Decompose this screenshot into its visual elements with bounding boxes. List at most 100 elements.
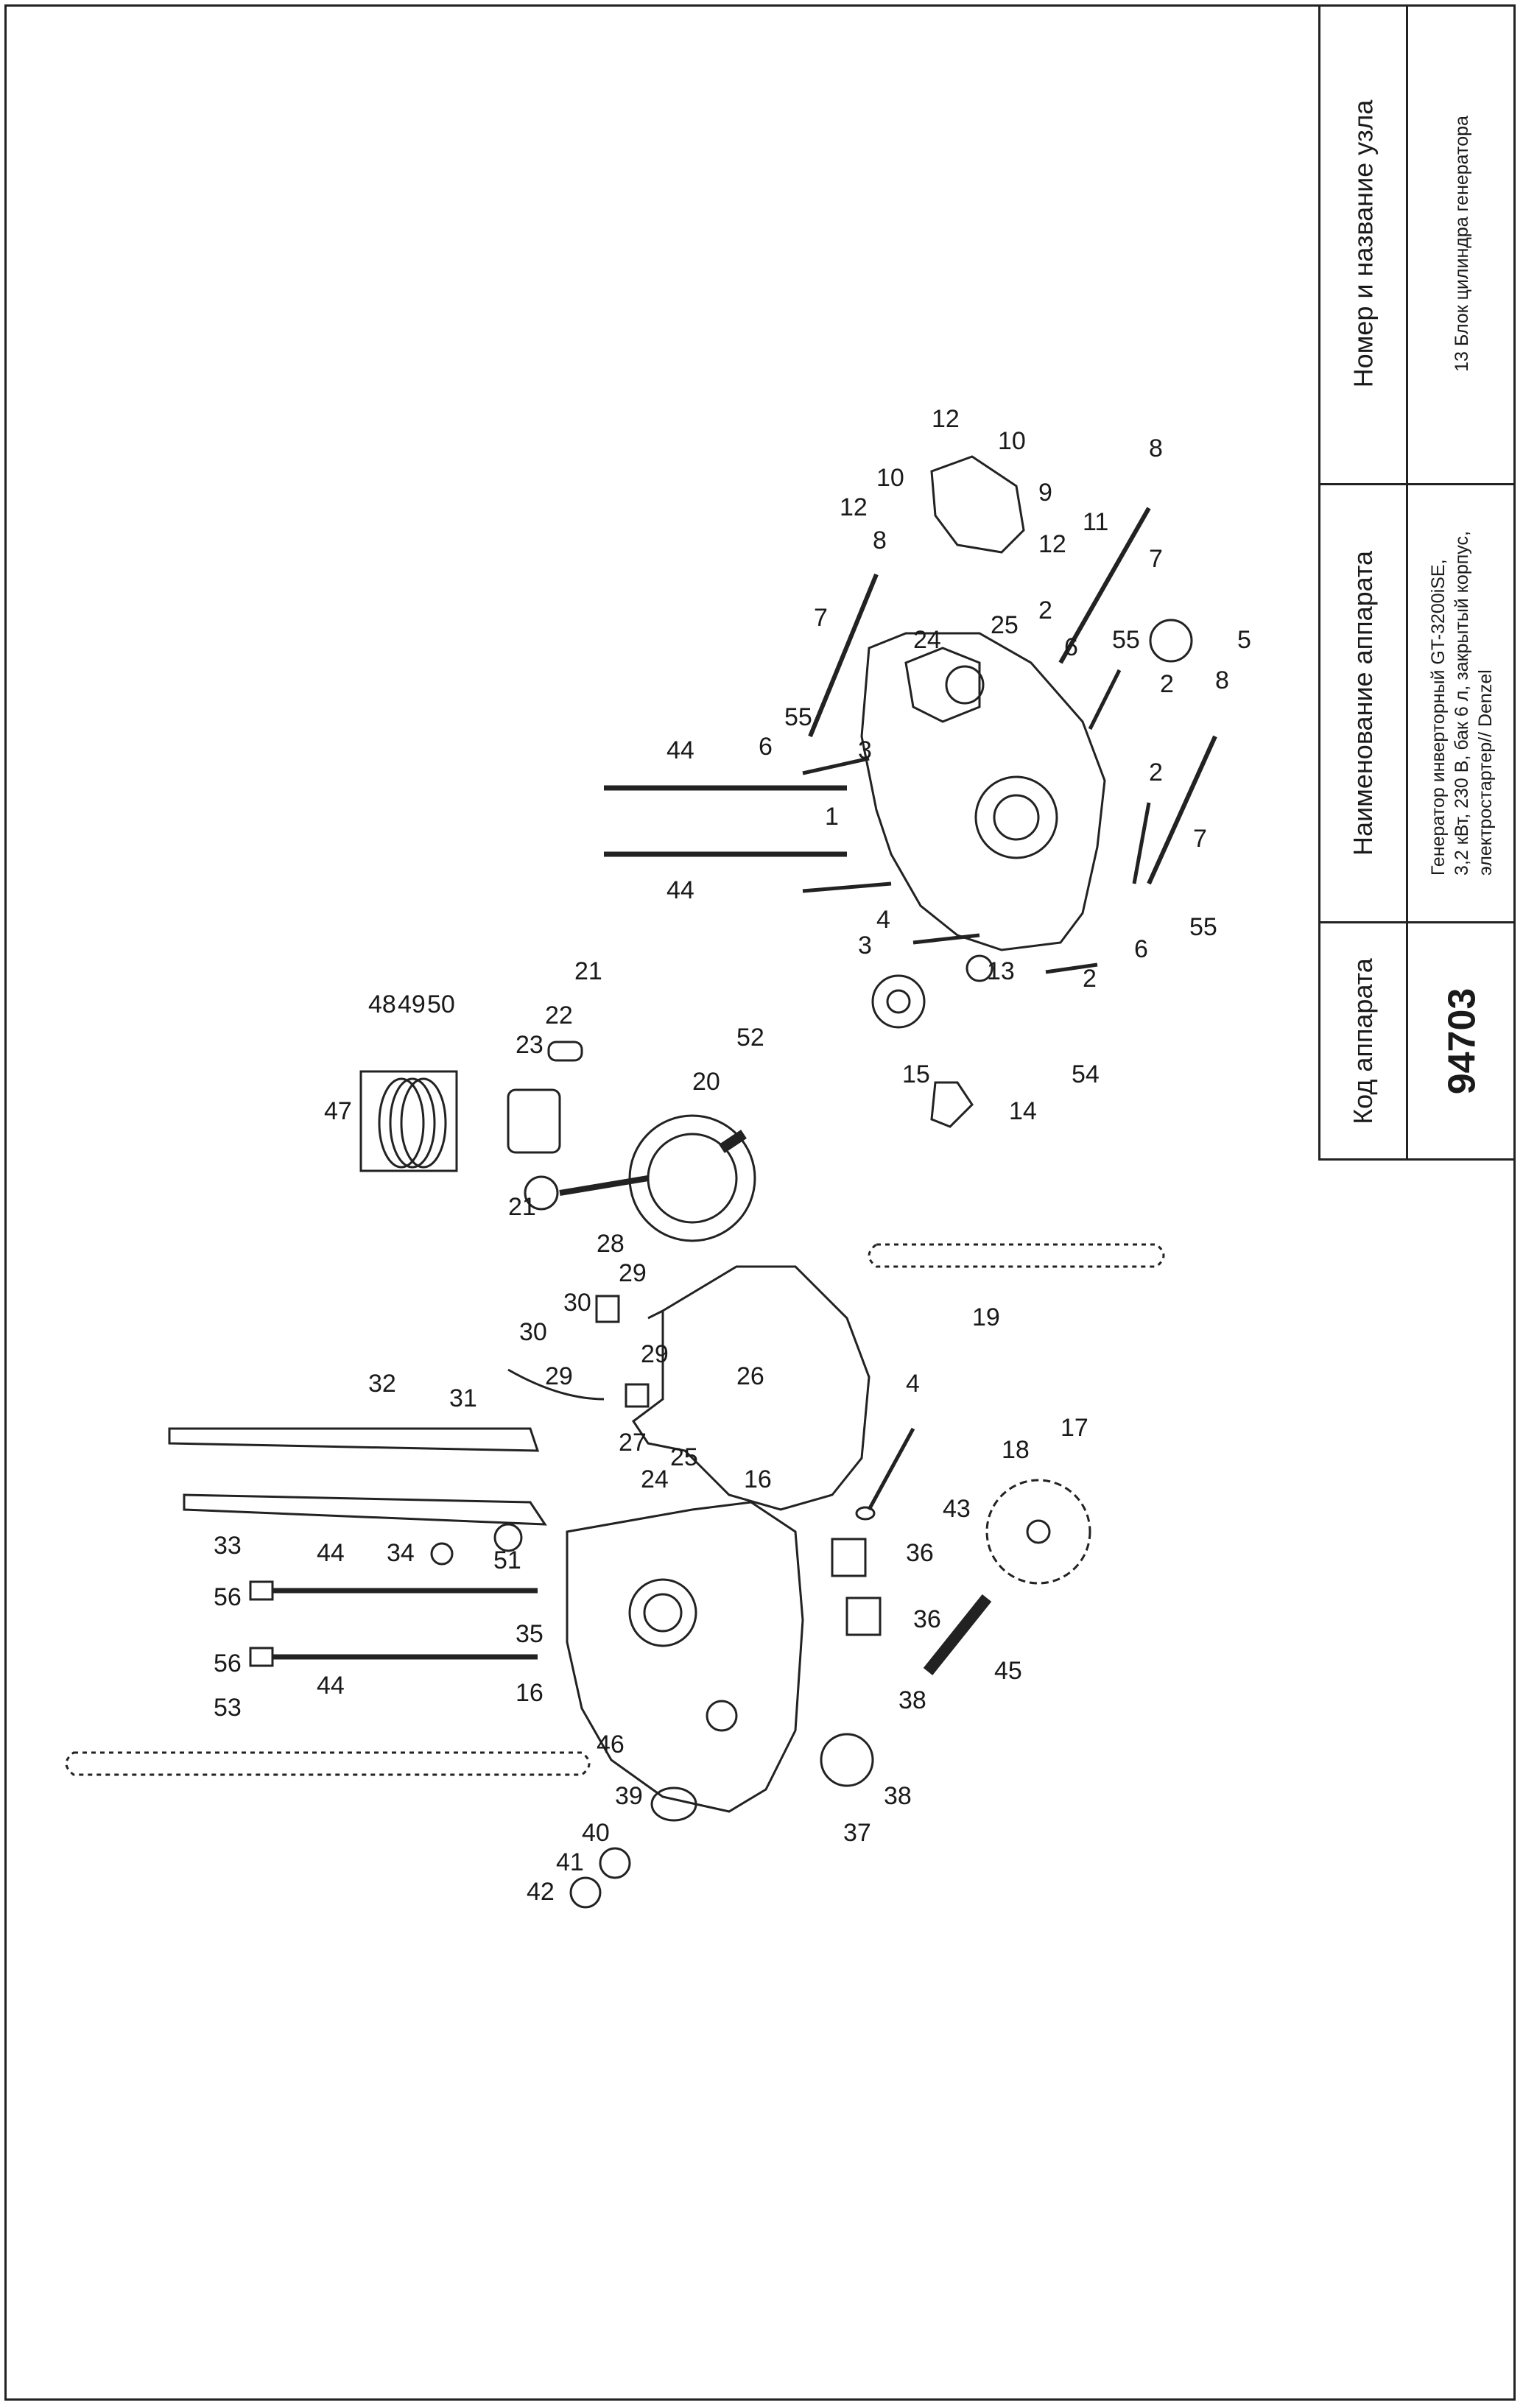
callout-38: 38: [884, 1782, 912, 1810]
callout-13: 13: [987, 957, 1015, 985]
callout-3: 3: [858, 932, 872, 960]
callout-16: 16: [744, 1465, 772, 1493]
callout-48: 48: [368, 990, 396, 1018]
callout-7: 7: [1149, 545, 1163, 573]
callout-32: 32: [368, 1370, 396, 1398]
callout-56: 56: [214, 1650, 242, 1677]
callout-9: 9: [1038, 479, 1052, 507]
callout-55: 55: [784, 703, 812, 731]
callout-7: 7: [814, 604, 828, 632]
callout-12: 12: [932, 405, 960, 433]
callout-44: 44: [666, 736, 694, 764]
header-unit: Номер и название узла: [1348, 99, 1379, 388]
name-line-2: 3,2 кВт, 230 В, бак 6 л, закрытый корпус…: [1452, 531, 1472, 876]
callout-29: 29: [619, 1259, 647, 1287]
engine-side-cover: [860, 632, 1106, 951]
callout-39: 39: [615, 1782, 643, 1810]
callout-18: 18: [1002, 1436, 1030, 1464]
cylinder-block: [566, 1501, 804, 1813]
callout-4: 4: [906, 1370, 920, 1398]
callout-43: 43: [943, 1495, 971, 1523]
callout-46: 46: [597, 1731, 625, 1759]
callout-2: 2: [1083, 965, 1097, 993]
callout-6: 6: [759, 733, 773, 761]
callout-7: 7: [1193, 825, 1207, 853]
callout-25: 25: [670, 1443, 698, 1471]
callout-6: 6: [1134, 935, 1148, 963]
callout-44: 44: [317, 1672, 345, 1700]
device-code: 94703: [1440, 988, 1483, 1095]
callout-14: 14: [1009, 1097, 1037, 1125]
callout-33: 33: [214, 1532, 242, 1560]
callout-54: 54: [1072, 1060, 1100, 1088]
callout-labels: 12 10 10 9 12 11 12 8 8 7 7 24 25 2 6 55…: [214, 405, 1251, 1906]
callout-25: 25: [991, 611, 1019, 639]
callout-10: 10: [998, 427, 1026, 455]
callout-2: 2: [1149, 758, 1163, 786]
callout-11: 11: [1083, 508, 1108, 536]
callout-36: 36: [906, 1539, 934, 1567]
header-code: Код аппарата: [1348, 958, 1379, 1124]
callout-26: 26: [736, 1362, 764, 1390]
callout-30: 30: [563, 1289, 591, 1317]
callout-17: 17: [1061, 1414, 1088, 1442]
callout-55: 55: [1112, 626, 1140, 654]
callout-31: 31: [449, 1384, 477, 1412]
drawing-frame: [4, 4, 1516, 2401]
callout-6: 6: [1064, 633, 1078, 661]
callout-53: 53: [214, 1694, 242, 1722]
callout-27: 27: [619, 1429, 647, 1457]
callout-47: 47: [324, 1097, 352, 1125]
callout-28: 28: [597, 1230, 625, 1258]
callout-37: 37: [843, 1819, 871, 1847]
callout-45: 45: [994, 1657, 1022, 1685]
callout-52: 52: [736, 1024, 764, 1052]
callout-56: 56: [214, 1583, 242, 1611]
callout-51: 51: [493, 1546, 521, 1574]
callout-2: 2: [1038, 596, 1052, 624]
callout-29: 29: [641, 1340, 669, 1368]
callout-10: 10: [876, 464, 904, 492]
callout-38: 38: [898, 1686, 926, 1714]
callout-1: 1: [825, 803, 839, 831]
callout-35: 35: [516, 1620, 544, 1648]
callout-49: 49: [398, 990, 426, 1018]
callout-8: 8: [1149, 434, 1163, 462]
callout-22: 22: [545, 1001, 573, 1029]
callout-2: 2: [1160, 670, 1174, 698]
callout-42: 42: [527, 1878, 555, 1906]
callout-55: 55: [1189, 913, 1217, 941]
callout-23: 23: [516, 1031, 544, 1059]
callout-8: 8: [1215, 666, 1229, 694]
callout-5: 5: [1237, 626, 1251, 654]
callout-4: 4: [876, 906, 890, 934]
cover-gasket: [930, 455, 1025, 554]
callout-8: 8: [873, 527, 887, 555]
title-block: Номер и название узла Наименование аппар…: [1318, 4, 1516, 1161]
crankcase-gasket: [631, 1265, 870, 1511]
callout-34: 34: [387, 1539, 415, 1567]
callout-36: 36: [913, 1605, 941, 1633]
callout-12: 12: [1038, 530, 1066, 558]
callout-44: 44: [666, 876, 694, 904]
callout-3: 3: [858, 736, 872, 764]
callout-16: 16: [516, 1679, 544, 1707]
header-name: Наименование аппарата: [1348, 551, 1379, 856]
callout-44: 44: [317, 1539, 345, 1567]
callout-30: 30: [519, 1318, 547, 1346]
callout-12: 12: [840, 493, 868, 521]
callout-19: 19: [972, 1303, 1000, 1331]
callout-29: 29: [545, 1362, 573, 1390]
callout-24: 24: [641, 1465, 669, 1493]
callout-15: 15: [902, 1060, 930, 1088]
callout-40: 40: [582, 1819, 610, 1847]
callout-21: 21: [574, 957, 602, 985]
name-line-3: электростартер// Denzel: [1475, 669, 1496, 876]
unit-value: 13 Блок цилиндра генератора: [1452, 116, 1472, 372]
callout-41: 41: [556, 1848, 584, 1876]
callout-50: 50: [427, 990, 455, 1018]
name-value: Генератор инверторный GT-3200iSE, 3,2 кВ…: [1427, 531, 1497, 876]
callout-24: 24: [913, 626, 941, 654]
callout-20: 20: [692, 1068, 720, 1096]
